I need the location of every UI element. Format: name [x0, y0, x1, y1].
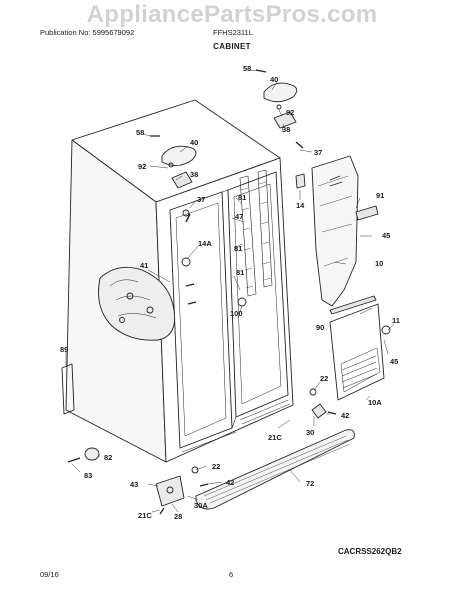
- callout-90: 90: [316, 323, 324, 332]
- callout-45-lower: 45: [390, 357, 398, 366]
- callout-38-top: 38: [282, 125, 290, 134]
- cabinet-front-frame: [155, 157, 294, 463]
- callout-37-left: 37: [197, 195, 205, 204]
- callout-38-left: 38: [190, 170, 198, 179]
- callout-37-top: 37: [314, 148, 322, 157]
- shelf-support-right: [257, 169, 273, 288]
- footer-date: 09/16: [40, 570, 59, 579]
- callout-11: 11: [392, 316, 400, 325]
- bracket-91: [355, 205, 379, 221]
- callout-47: 47: [235, 212, 243, 221]
- publication-number: Publication No: 5995679092: [40, 28, 135, 37]
- callout-10a: 10A: [368, 398, 382, 407]
- callout-81-upper: 81: [238, 193, 246, 202]
- callout-92-top: 92: [286, 108, 294, 117]
- top-hinge-cover-right: [263, 82, 298, 103]
- callout-40-top: 40: [270, 75, 278, 84]
- fresh-food-liner: [227, 171, 289, 418]
- top-hinge-right: [273, 111, 297, 129]
- callout-58-top: 58: [243, 64, 251, 73]
- callout-82: 82: [104, 453, 112, 462]
- callout-43: 43: [130, 480, 138, 489]
- callout-92-left: 92: [138, 162, 146, 171]
- callout-41: 41: [140, 261, 148, 270]
- callout-28: 28: [174, 512, 182, 521]
- callout-81-middle: 81: [234, 244, 242, 253]
- bottom-hinge: [155, 475, 185, 507]
- rear-panel-10a: [329, 303, 385, 401]
- callout-10: 10: [375, 259, 383, 268]
- callout-21c-right: 21C: [268, 433, 282, 442]
- footer-page-number: 6: [229, 570, 234, 579]
- leveling-leg: [84, 447, 100, 461]
- callout-40-left: 40: [190, 138, 198, 147]
- callout-22-bottom: 22: [212, 462, 220, 471]
- top-hinge-cover-left: [161, 145, 197, 166]
- seal-strip-90: [329, 295, 377, 315]
- callout-81-lower: 81: [236, 268, 244, 277]
- model-number: FFHS2311L: [213, 28, 253, 37]
- watermark: AppliancePartsPros.com: [86, 1, 378, 28]
- bracket-14: [295, 173, 306, 189]
- fitting-14a: [181, 257, 191, 267]
- callout-30: 30: [306, 428, 314, 437]
- callout-45-upper: 45: [382, 231, 390, 240]
- callout-83: 83: [84, 471, 92, 480]
- callout-72: 72: [306, 479, 314, 488]
- side-bracket-89: [61, 363, 75, 415]
- callout-42-bottom: 42: [226, 478, 234, 487]
- callout-91: 91: [376, 191, 384, 200]
- top-hinge-left: [171, 171, 193, 189]
- callout-89: 89: [60, 345, 68, 354]
- shelf-support-left: [239, 175, 257, 297]
- tubing-assembly: [98, 266, 176, 341]
- callout-22-right: 22: [320, 374, 328, 383]
- diagram-code: CACRSS262QB2: [338, 547, 402, 556]
- callout-30a: 30A: [194, 501, 208, 510]
- section-title: CABINET: [213, 42, 251, 51]
- callout-14a: 14A: [198, 239, 212, 248]
- callout-58-left: 58: [136, 128, 144, 137]
- air-duct-cover: [311, 155, 359, 307]
- callout-14: 14: [296, 201, 305, 210]
- callout-100: 100: [230, 309, 243, 318]
- callout-21c-bottom: 21C: [138, 511, 152, 520]
- callout-42-right: 42: [341, 411, 349, 420]
- base-grille-72: [195, 429, 355, 510]
